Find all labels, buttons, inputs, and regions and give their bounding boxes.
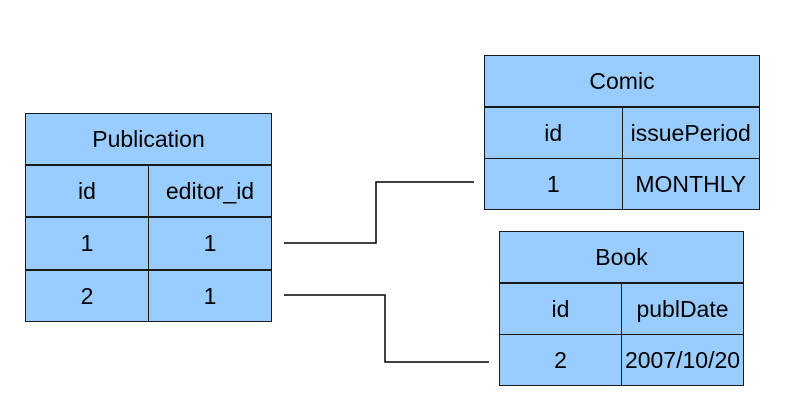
comic-cell-issue-period: MONTHLY bbox=[621, 158, 760, 210]
publication-row: 1 1 bbox=[25, 216, 272, 271]
book-header-id: id bbox=[499, 282, 622, 335]
comic-cell-id: 1 bbox=[484, 158, 623, 210]
comic-row: 1 MONTHLY bbox=[484, 158, 760, 210]
book-table-title: Book bbox=[499, 231, 744, 284]
publication-cell-id: 1 bbox=[25, 216, 149, 271]
book-table: Book id publDate 2 2007/10/20 bbox=[499, 231, 744, 386]
book-row: 2 2007/10/20 bbox=[499, 334, 744, 386]
comic-header-issue-period: issuePeriod bbox=[621, 106, 760, 159]
publication-cell-id: 2 bbox=[25, 269, 149, 322]
comic-table-title: Comic bbox=[484, 55, 760, 108]
comic-header-id: id bbox=[484, 106, 623, 159]
publication-table: Publication id editor_id 1 1 2 1 bbox=[25, 113, 272, 322]
comic-table: Comic id issuePeriod 1 MONTHLY bbox=[484, 55, 760, 210]
publication-header-editor-id: editor_id bbox=[148, 164, 272, 218]
book-cell-id: 2 bbox=[499, 334, 622, 386]
book-header-publ-date: publDate bbox=[621, 282, 744, 335]
publication-cell-editor-id: 1 bbox=[148, 269, 272, 322]
publication-cell-editor-id: 1 bbox=[148, 216, 272, 271]
connector-publication-row1-to-comic bbox=[284, 181, 474, 244]
connector-publication-row2-to-book bbox=[284, 294, 489, 363]
publication-header-id: id bbox=[25, 164, 149, 218]
book-cell-publ-date: 2007/10/20 bbox=[621, 334, 744, 386]
publication-row: 2 1 bbox=[25, 269, 272, 322]
publication-table-title: Publication bbox=[25, 113, 272, 166]
